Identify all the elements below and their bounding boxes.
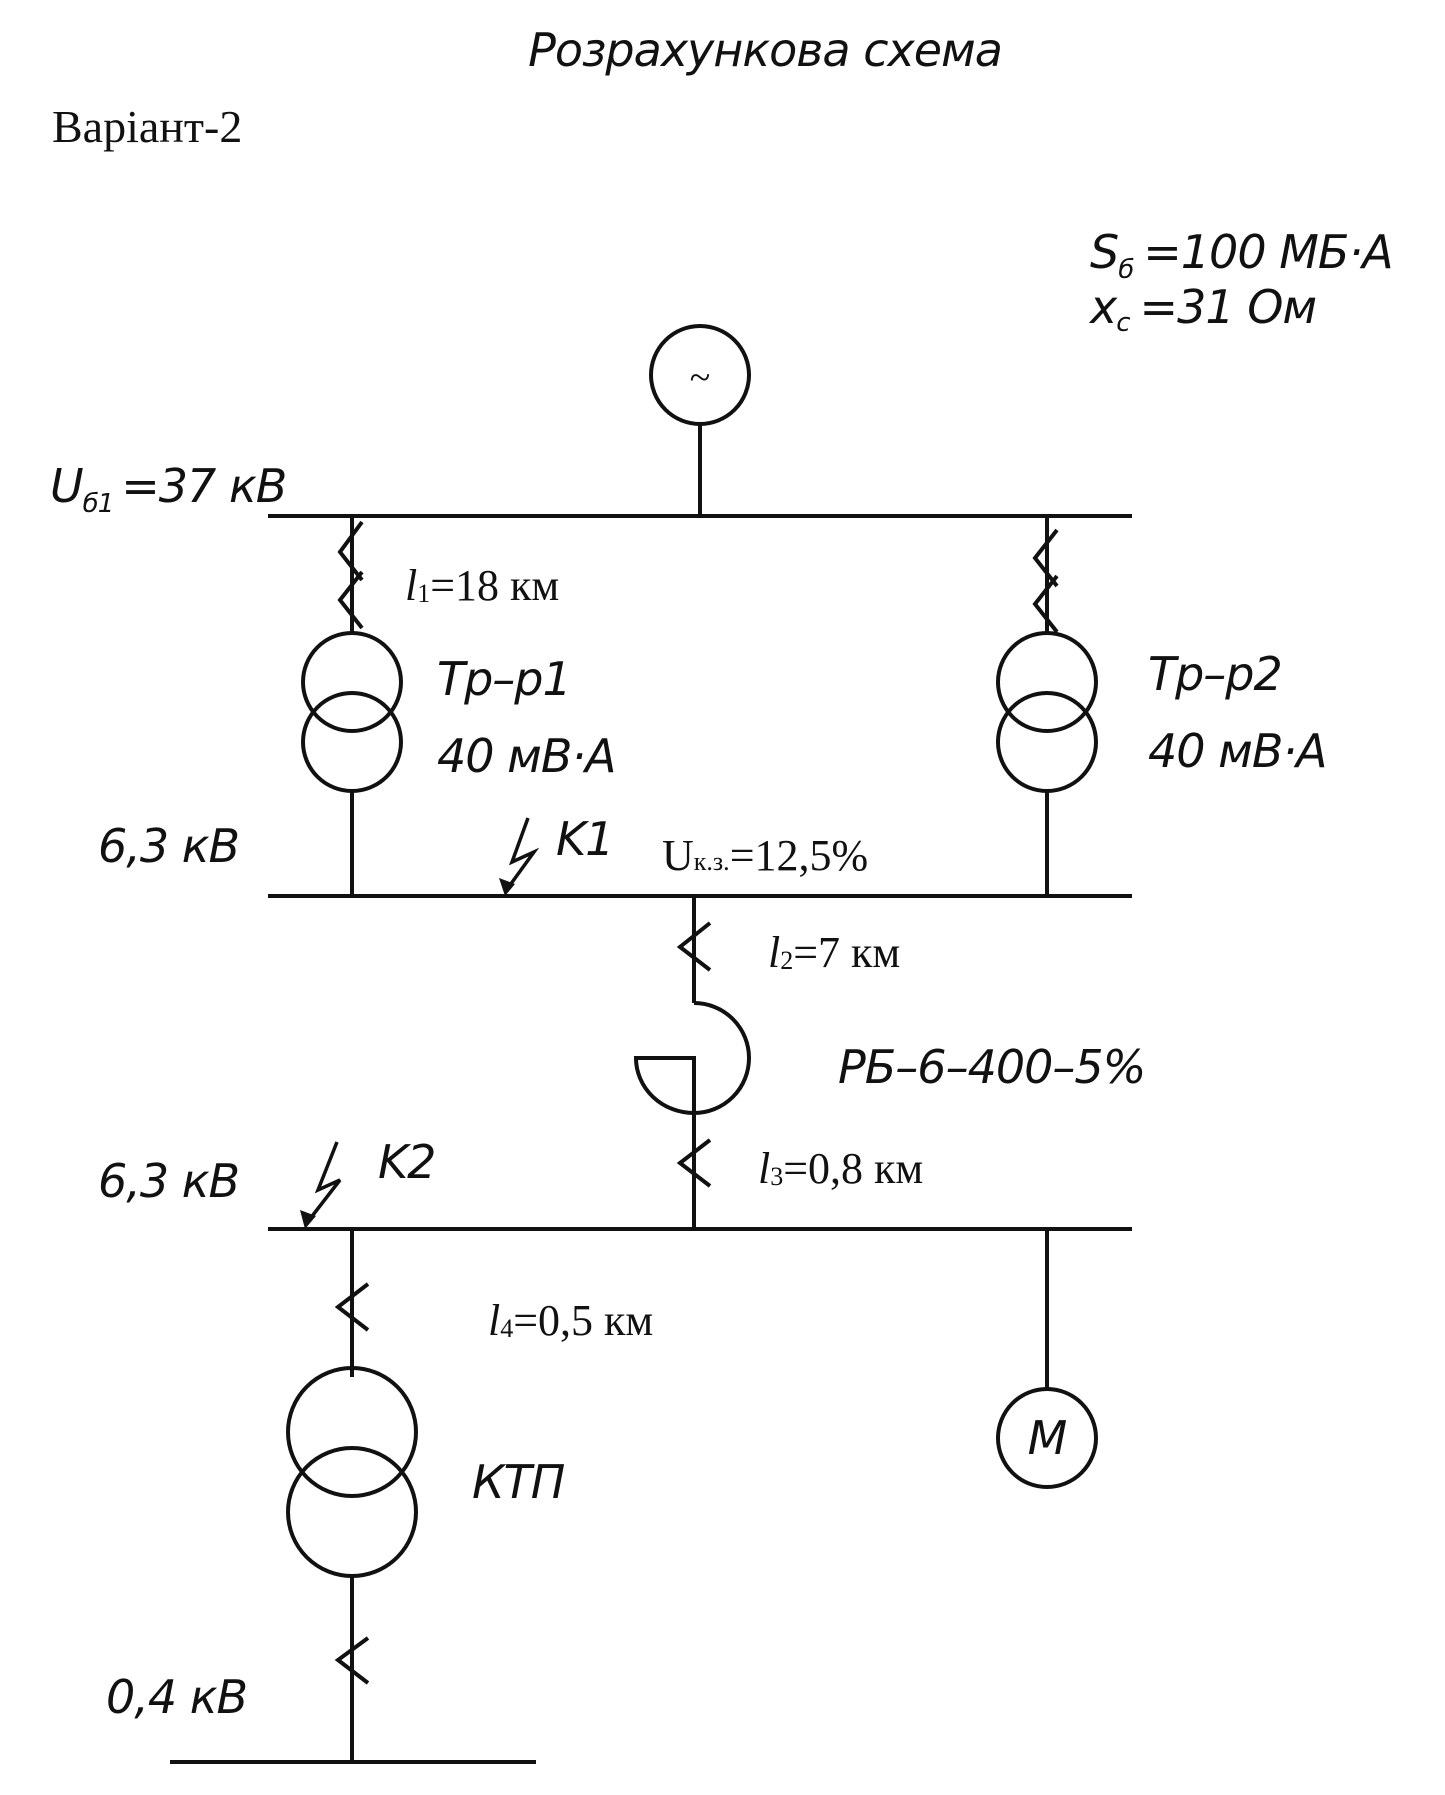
line-l3-label: l3=0,8 км — [758, 1144, 923, 1193]
transformer-tr2-winding-lv — [996, 691, 1098, 793]
fault-k1-arrowhead — [499, 878, 515, 896]
bus-37kv-label: Uб1=37 кВ — [50, 459, 286, 519]
fault-k2-arrowhead — [300, 1210, 316, 1229]
transformer-tr2-winding-hv — [996, 631, 1098, 733]
bus-6-3kv-distribution-label: 6,3 кВ — [98, 1154, 239, 1208]
ktp-label: КТП — [472, 1455, 565, 1509]
bus-0-4kv-label: 0,4 кВ — [106, 1670, 247, 1724]
short-circuit-voltage-label: Uк.з.=12,5% — [662, 831, 868, 880]
fault-k1-arrow — [503, 817, 540, 894]
motor-label: M — [1028, 1411, 1067, 1465]
bus-6-3kv-main-label: 6,3 кВ — [98, 819, 239, 873]
motor-symbol — [996, 1387, 1098, 1489]
base-power-param: Sб=100 МБ·А — [1090, 225, 1393, 285]
line-l2-label: l2=7 км — [768, 928, 900, 977]
line-l4-label: l4=0,5 км — [488, 1296, 653, 1345]
diagram-title: Розрахункова схема — [528, 23, 1002, 77]
reactor-label: РБ–6–400–5% — [838, 1040, 1145, 1094]
fault-k2-arrow — [304, 1141, 342, 1226]
line-l1-break-mark-2 — [337, 570, 364, 630]
variant-label: Варіант-2 — [52, 101, 242, 152]
line-right-break-mark-2 — [1032, 574, 1059, 634]
line-l4-break-mark — [334, 1282, 370, 1332]
ktp-transformer-winding-hv — [286, 1366, 418, 1498]
source-tilde: ~ — [690, 357, 711, 399]
reactor-coil-arc — [693, 1001, 751, 1115]
transformer-tr1-name: Тр–р1 — [437, 652, 571, 706]
transformer-tr1-winding-hv — [301, 631, 403, 733]
line-l1-break-mark-1 — [337, 520, 364, 582]
line-l1-label: l1=18 км — [405, 561, 559, 610]
transformer-tr2-name: Тр–р2 — [1148, 647, 1282, 701]
reactor-body — [633, 1056, 696, 1116]
system-reactance-param: xc=31 Ом — [1088, 280, 1316, 338]
transformer-tr1-rating: 40 мВ·А — [437, 729, 616, 783]
line-l3-break-mark — [676, 1138, 712, 1188]
line-l2-break-mark — [676, 921, 712, 972]
transformer-tr2-rating: 40 мВ·А — [1148, 724, 1327, 778]
transformer-tr1-winding-lv — [301, 691, 403, 793]
fault-k2-label: K2 — [378, 1135, 435, 1189]
ktp-lv-break-mark — [334, 1636, 370, 1685]
ktp-transformer-winding-lv — [286, 1446, 418, 1578]
fault-k1-label: K1 — [556, 812, 613, 866]
line-right-break-mark-1 — [1032, 528, 1059, 588]
